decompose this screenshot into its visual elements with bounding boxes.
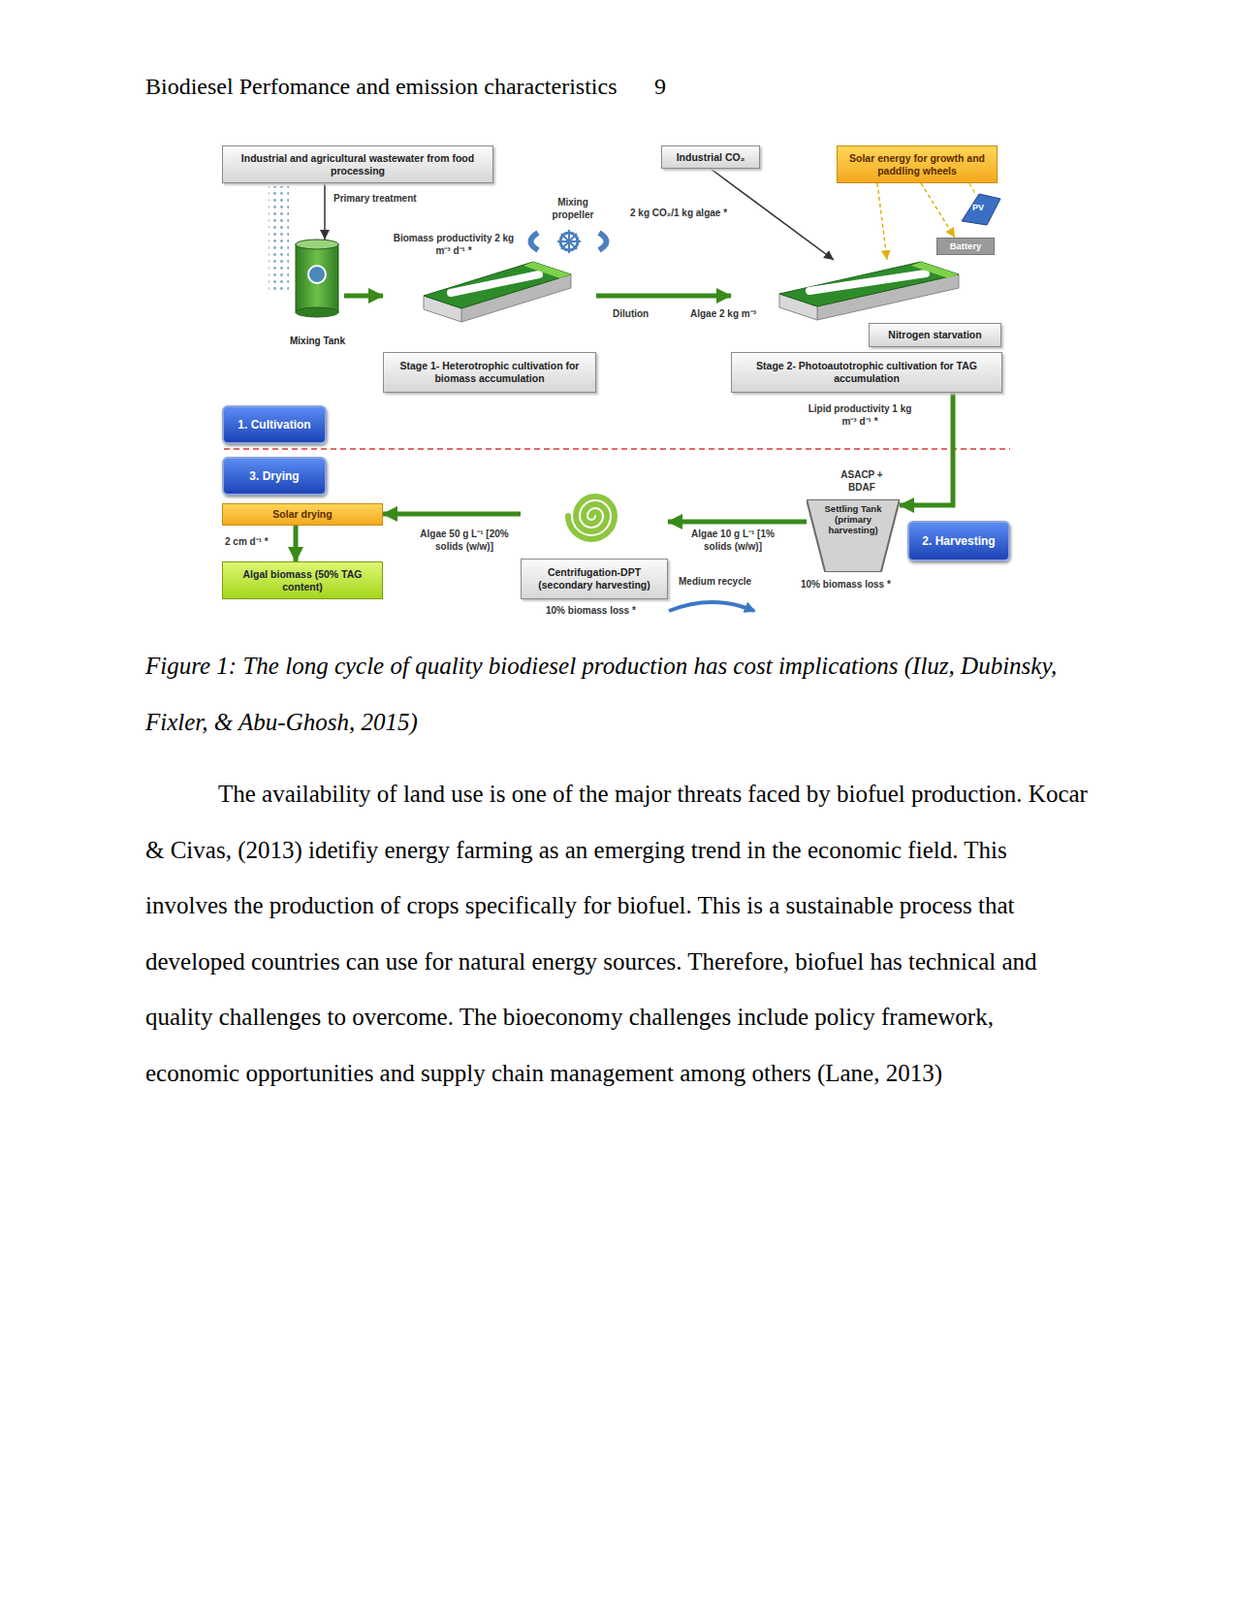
loss-label: 10% biomass loss * bbox=[545, 604, 636, 618]
node-text: Centrifugation-DPT (secondary harvesting… bbox=[520, 558, 668, 600]
flow-connector bbox=[667, 519, 807, 525]
node-text: Battery bbox=[950, 240, 983, 252]
flow-connector bbox=[293, 525, 299, 562]
flow-label: Algae 10 g L⁻¹ [1% solids (w/w)] bbox=[678, 528, 788, 553]
battery-box: Battery bbox=[936, 237, 995, 255]
flow-connector bbox=[382, 511, 521, 517]
node-text: Solar drying bbox=[272, 507, 332, 521]
pond-top bbox=[779, 261, 959, 307]
pv-panel bbox=[961, 193, 1001, 225]
loss-label: 10% biomass loss * bbox=[800, 578, 891, 592]
propeller-arc bbox=[599, 232, 607, 251]
node-text: 3. Drying bbox=[249, 469, 299, 483]
rate-label: 2 cm d⁻¹ * bbox=[224, 536, 269, 549]
running-head: Biodiesel Perfomance and emission charac… bbox=[145, 71, 618, 101]
part-label: Mixing propeller bbox=[540, 196, 605, 222]
flow-label: Algae 50 g L⁻¹ [20% solids (w/w)] bbox=[406, 528, 523, 553]
mixing-tank bbox=[295, 239, 339, 317]
mixing-tank: Mixing Tank bbox=[290, 239, 345, 348]
node-text: 2. Harvesting bbox=[921, 534, 995, 548]
figure-caption: Figure 1: The long cycle of quality biod… bbox=[145, 637, 1091, 750]
raceway-pond bbox=[423, 261, 571, 322]
tank-shape bbox=[806, 499, 900, 572]
raceway-pond bbox=[779, 261, 959, 320]
mixing-propeller bbox=[531, 229, 607, 254]
stage-divider bbox=[223, 447, 1011, 450]
rate-label: 2 kg CO₂/1 kg algae * bbox=[630, 207, 728, 221]
flow-connector bbox=[344, 293, 383, 299]
source-box: Industrial and agricultural wastewater f… bbox=[221, 145, 494, 184]
solar-lead bbox=[969, 183, 977, 196]
centrifuge-spiral bbox=[568, 496, 615, 539]
body-paragraph: The availability of land use is one of t… bbox=[145, 765, 1091, 1101]
node-text: Nitrogen starvation bbox=[887, 328, 982, 342]
node-text: Industrial and agricultural wastewater f… bbox=[228, 152, 487, 177]
connector-label: Primary treatment bbox=[331, 192, 419, 205]
product-box: Algal biomass (50% TAG content) bbox=[221, 561, 383, 600]
rate-label: Lipid productivity 1 kg m⁻³ d⁻¹ * bbox=[803, 403, 917, 428]
flow-connector bbox=[877, 183, 888, 260]
node-text: Settling Tank (primary harvesting) bbox=[816, 504, 890, 537]
flow-connector bbox=[710, 168, 834, 260]
page-number: 9 bbox=[654, 71, 666, 101]
centrifuge: Centrifugation-DPT (secondary harvesting… bbox=[520, 478, 668, 600]
tank-bottom bbox=[295, 307, 339, 317]
node-text: Stage 1- Heterotrophic cultivation for b… bbox=[382, 351, 597, 393]
recycle-arrow bbox=[668, 602, 755, 611]
rate-label: Biomass productivity 2 kg m⁻³ d⁻¹ * bbox=[392, 232, 515, 257]
step-box: 2. Harvesting bbox=[907, 520, 1011, 562]
process-box: Solar drying bbox=[221, 503, 383, 526]
step-box: 1. Cultivation bbox=[221, 405, 327, 444]
cultivation-stage: Stage 2- Photoautotrophic cultivation fo… bbox=[730, 259, 1003, 393]
node-text: Solar energy for growth and paddling whe… bbox=[843, 152, 991, 177]
propeller-arc bbox=[531, 232, 539, 251]
pond-channel bbox=[809, 273, 926, 291]
pond-channel bbox=[450, 274, 539, 293]
paddle-wheel bbox=[523, 261, 571, 279]
settling-tank: Settling Tank (primary harvesting) bbox=[806, 499, 900, 572]
energy-box: Solar energy for growth and paddling whe… bbox=[836, 145, 998, 184]
tank-mixer bbox=[308, 265, 326, 284]
method-label: ASACP + BDAF bbox=[831, 469, 892, 494]
flow-label: Algae 2 kg m⁻³ bbox=[690, 308, 757, 321]
water-stream bbox=[268, 186, 289, 291]
flow-connector bbox=[920, 183, 955, 238]
condition-box: Nitrogen starvation bbox=[868, 322, 1002, 348]
node-text: Industrial CO₂ bbox=[676, 151, 746, 164]
tank-top bbox=[295, 239, 339, 250]
cultivation-stage: Stage 1- Heterotrophic cultivation for b… bbox=[382, 259, 597, 393]
node-text: Mixing Tank bbox=[279, 335, 356, 348]
pond-top bbox=[423, 261, 571, 309]
node-text: Algal biomass (50% TAG content) bbox=[228, 568, 377, 593]
source-box: Industrial CO₂ bbox=[661, 145, 761, 169]
propeller-blades bbox=[557, 229, 581, 254]
flow-label: Medium recycle bbox=[678, 575, 752, 589]
connector-label: Dilution bbox=[610, 308, 651, 320]
tank-body bbox=[295, 244, 339, 313]
node-text: Stage 2- Photoautotrophic cultivation fo… bbox=[730, 351, 1003, 393]
flow-connector bbox=[596, 293, 731, 299]
paddle-wheel bbox=[911, 261, 959, 279]
panel-label: PV bbox=[972, 202, 984, 214]
flow-connector bbox=[323, 183, 326, 240]
node-text: 1. Cultivation bbox=[237, 417, 311, 432]
step-box: 3. Drying bbox=[221, 456, 327, 496]
